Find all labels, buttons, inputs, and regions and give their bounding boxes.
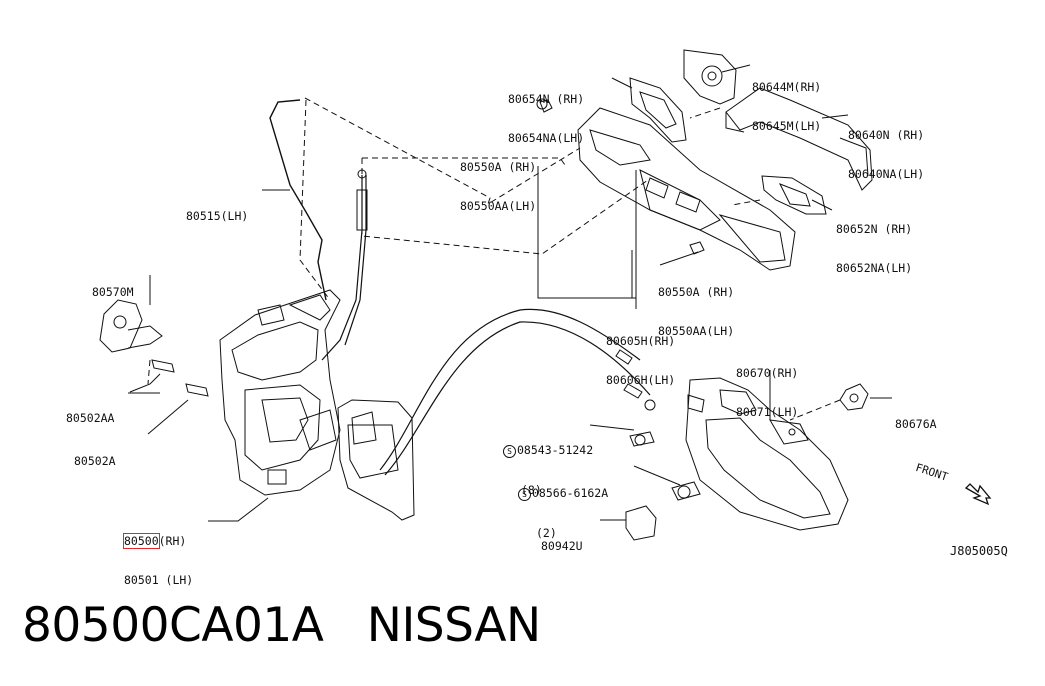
part-number: 80500CA01A [22,598,324,653]
lock-plate [337,399,415,521]
callout-80550a-top: 80550A (RH) 80550AA(LH) [460,160,537,213]
cap [625,505,657,541]
upper-cable [321,175,363,361]
callout-80644: 80644M(RH) 80645M(LH) [752,80,822,133]
callout-80502aa: 80502AA [66,411,115,425]
outside-handle-bracket [577,107,796,271]
callout-80500[interactable]: 80500(RH) 80501 (LH) [123,533,194,587]
lock-rod [269,99,327,301]
dashed-guide-lines [147,97,841,421]
callout-80670: 80670(RH) 80671(LH) [736,366,799,419]
callout-80652: 80652N (RH) 80652NA(LH) [836,222,913,275]
callout-80654: 80654N (RH) 80654NA(LH) [508,92,585,145]
clip [839,383,869,411]
callout-80942u: 80942U [541,539,583,553]
outside-door-handle [725,87,873,191]
screw-symbol: S [518,488,531,501]
handle-escutcheon [683,49,737,105]
inside-door-handle [685,377,849,531]
callout-80515: 80515(LH) [186,209,249,223]
striker [99,299,175,373]
diagram-code: J805005Q [950,544,1008,558]
leader-lines [128,64,892,522]
door-lock-actuator [219,289,341,496]
callout-80605h: 80605H(RH) 80606H(LH) [606,334,676,387]
callout-80640: 80640N (RH) 80640NA(LH) [848,128,925,181]
callout-80676a: 80676A [895,417,937,431]
highlighted-part-number[interactable]: 80500 [123,533,160,549]
brand-name: NISSAN [366,598,541,653]
front-arrow [964,483,992,506]
handle-trim-gasket [761,175,827,215]
screw-symbol: S [503,445,516,458]
part-caption: 80500CA01A NISSAN [22,598,541,653]
callout-80502a: 80502A [74,454,116,468]
callout-80570m: 80570M [92,285,134,299]
inside-handle-cable [379,308,641,471]
callout-80550a-bottom: 80550A (RH) 80550AA(LH) [658,285,735,338]
handle-gasket [629,77,687,143]
